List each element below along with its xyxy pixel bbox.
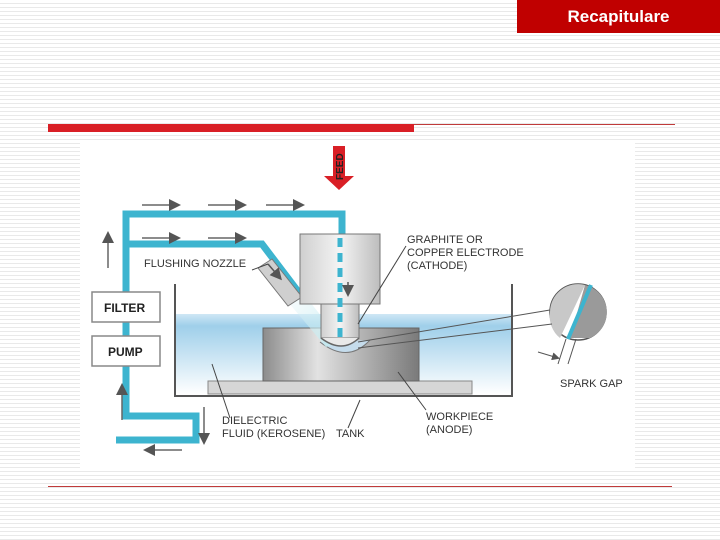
- workpiece-label-line-1: WORKPIECE: [426, 411, 493, 423]
- magnifier-electrode-half: [549, 284, 585, 338]
- filter-label: FILTER: [104, 301, 145, 315]
- feed-arrow-head: [324, 176, 354, 190]
- electrode-leader: [357, 245, 407, 325]
- workpiece-label-line-2: (ANODE): [426, 424, 472, 436]
- feed-label: FEED: [335, 153, 346, 180]
- magnifier-leader-1: [357, 309, 551, 343]
- electrode-tip: [320, 337, 360, 347]
- spark-gap-tick-2: [567, 338, 577, 365]
- nozzle-flow-arrow: [267, 263, 282, 281]
- magnifier-gap-line: [566, 284, 593, 340]
- pump-label: PUMP: [108, 345, 143, 359]
- filter-box: [91, 291, 161, 323]
- workpiece-leader: [397, 371, 427, 411]
- nozzle-leader: [251, 263, 269, 271]
- feed-arrow-shaft: [333, 146, 345, 176]
- tank-leader: [347, 399, 361, 429]
- pipe-outer-loop: [116, 210, 346, 444]
- title-divider-thin: [414, 124, 675, 125]
- footer-divider: [48, 486, 672, 487]
- magnifier-leader-2: [357, 323, 553, 349]
- magnifier-workpiece-half: [570, 285, 607, 338]
- flushing-nozzle-label: FLUSHING NOZZLE: [144, 258, 246, 270]
- tank-label: TANK: [336, 428, 365, 440]
- edm-diagram-svg: FEED FILTER PUMP FLUSHI: [91, 146, 623, 456]
- tank-wall: [174, 284, 513, 397]
- dielectric-leader: [211, 363, 231, 419]
- dielectric-label-line-2: FLUID (KEROSENE): [222, 428, 325, 440]
- dielectric-label-line-1: DIELECTRIC: [222, 415, 287, 427]
- title-divider-thick: [48, 124, 414, 132]
- spark-gap-tick-1: [557, 338, 567, 365]
- electrode-label-line-2: COPPER ELECTRODE: [407, 247, 524, 259]
- edm-diagram: FEED FILTER PUMP FLUSHI: [80, 142, 635, 470]
- pump-box: [91, 335, 161, 367]
- base-plate: [207, 380, 473, 395]
- slide-title: Recapitulare: [517, 0, 720, 33]
- spark-gap-arrow: [537, 351, 560, 361]
- pipe-flush-line: [126, 240, 309, 305]
- electrode-label-line-1: GRAPHITE OR: [407, 234, 483, 246]
- electrode-label-line-3: (CATHODE): [407, 260, 467, 272]
- spark-gap-label: SPARK GAP: [560, 378, 623, 390]
